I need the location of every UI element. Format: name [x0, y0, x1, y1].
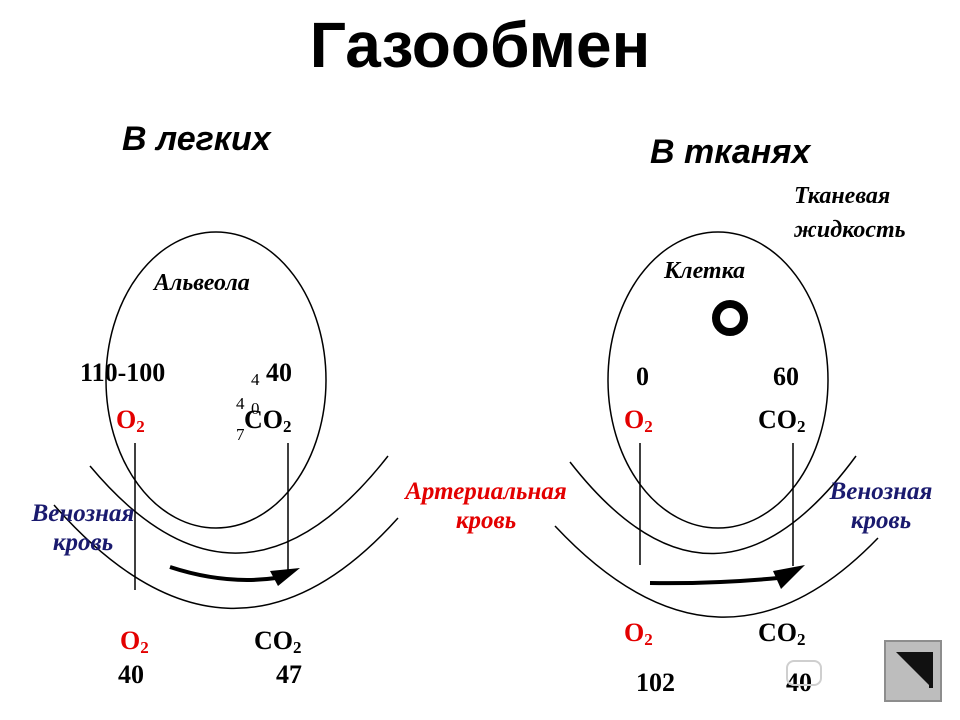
lungs-heading: В легких	[122, 120, 271, 158]
stacked-digit: 4	[236, 394, 245, 413]
cell-oval	[607, 231, 829, 529]
lungs-bottom-co2: CO2	[254, 626, 302, 657]
cell-label: Клетка	[664, 258, 746, 284]
tissues-arrow-head	[773, 565, 805, 589]
cell-o2-value: 0	[636, 362, 649, 391]
tissues-top-co2: CO2	[758, 405, 806, 436]
lungs-arrow-head	[270, 568, 300, 586]
alveola-co2-value: 40	[266, 358, 292, 387]
lungs-bottom-o2: O2	[120, 626, 149, 657]
lungs-capillary-upper	[89, 455, 389, 554]
tissues-bottom-o2-value: 102	[636, 668, 675, 697]
tissues-heading: В тканях	[650, 133, 811, 171]
last-slide-button[interactable]	[884, 640, 942, 702]
lungs-top-o2: O2	[116, 405, 145, 436]
stacked-digit: 0	[251, 399, 260, 418]
tissues-top-o2: O2	[624, 405, 653, 436]
lungs-bottom-o2-value: 40	[118, 660, 144, 689]
lungs-capillary-lower	[53, 504, 399, 609]
cell-co2-value: 60	[773, 362, 799, 391]
stacked-digit: 7	[236, 425, 245, 444]
tissues-flow-arrow	[649, 576, 779, 586]
stacked-digit: 4	[251, 370, 260, 389]
last-slide-bar	[929, 652, 933, 688]
alveola-o2-value: 110-100	[80, 358, 166, 387]
tissues-capillary-lower	[554, 525, 879, 618]
page-title: Газообмен	[309, 9, 651, 81]
last-slide-icon	[896, 652, 930, 686]
alveola-label: Альвеола	[154, 270, 250, 296]
lungs-top-co2: CO2	[244, 405, 292, 436]
tissues-bottom-o2: O2	[624, 618, 653, 649]
tissues-bottom-co2: CO2	[758, 618, 806, 649]
lungs-bottom-co2-value: 47	[276, 660, 302, 689]
nucleus-icon	[712, 300, 748, 336]
lungs-flow-arrow	[169, 565, 277, 582]
faint-nav-icon	[786, 660, 822, 686]
tissues-capillary-upper	[569, 455, 857, 555]
alveola-oval	[105, 231, 327, 529]
